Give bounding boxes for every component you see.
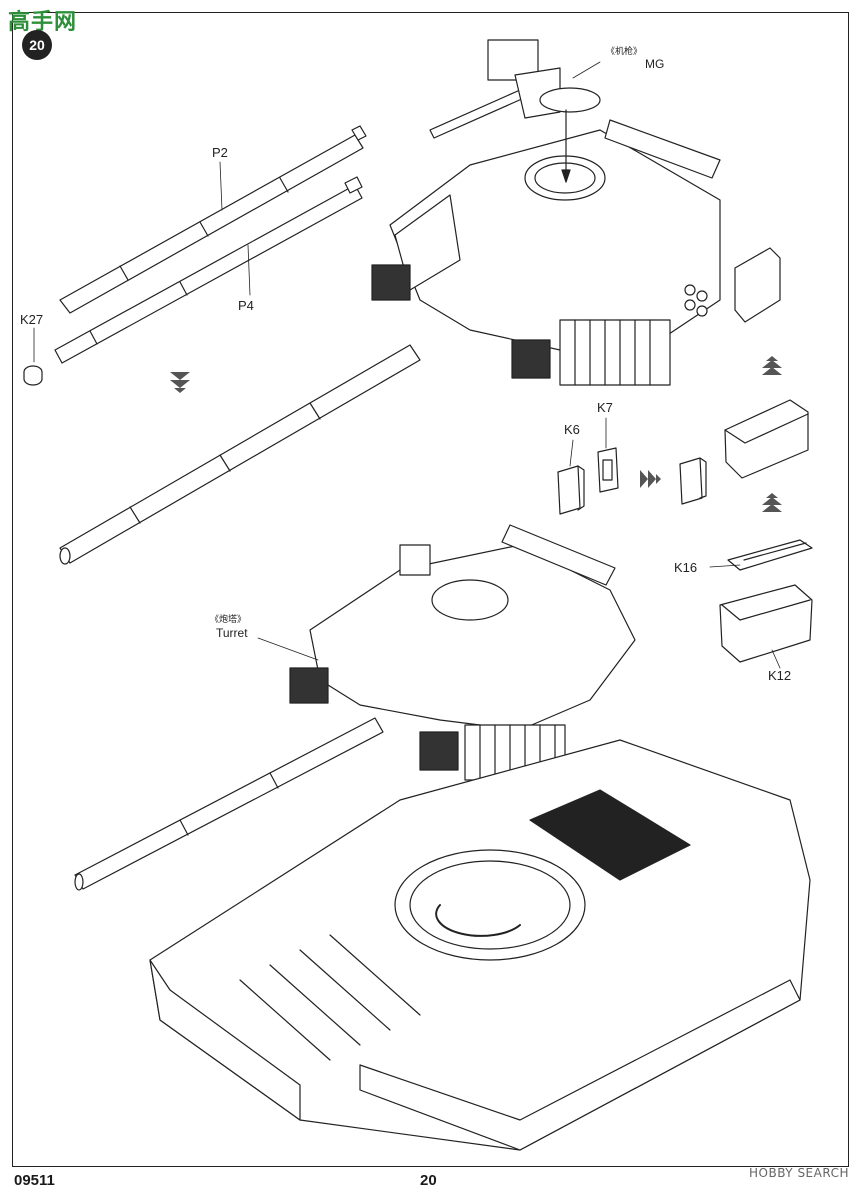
tank-hull-drawing: [149, 739, 811, 1151]
k6-k7-assembled: [679, 457, 707, 505]
turret-label: Turret: [216, 626, 248, 640]
machine-gun-part: [429, 39, 601, 139]
k7-part: [597, 447, 619, 493]
kit-number: 09511: [14, 1172, 55, 1189]
k16-label: K16: [674, 560, 698, 575]
p4-label: P4: [238, 298, 254, 313]
k6-label: K6: [564, 422, 580, 437]
k27-cap-part: [23, 365, 43, 386]
k7-label: K7: [597, 400, 613, 415]
p2-label: P2: [212, 145, 228, 160]
k12-box-part: [719, 584, 813, 663]
k27-label: K27: [20, 312, 44, 327]
k12-label: K12: [768, 668, 792, 683]
upper-turret-drawing: [371, 119, 721, 386]
right-chevron-arrow-icon: [640, 470, 661, 488]
mg-label: MG: [645, 57, 665, 71]
mg-label-cn: 《机枪》: [606, 46, 643, 56]
page-number: 20: [420, 1172, 437, 1189]
lid-box-assembled: [724, 399, 809, 479]
turret-label-cn: 《炮塔》: [210, 614, 247, 624]
up-chevron-arrow-icon: [762, 356, 782, 375]
barrel-p4-part: [54, 176, 363, 364]
barrel-p2-part: [59, 125, 367, 314]
k16-lid-part: [727, 539, 813, 571]
step-number-badge: 20: [22, 30, 52, 60]
lower-turret-barrel: [74, 717, 384, 891]
rotation-arrow-icon: [435, 904, 521, 937]
k6-part: [557, 465, 585, 515]
hobby-search-watermark: HOBBY SEARCH: [749, 1166, 849, 1180]
assembled-barrel: [59, 344, 421, 565]
storage-box-upper: [734, 247, 781, 323]
page-frame: [12, 12, 849, 1167]
up-chevron-arrow-icon: [762, 493, 782, 512]
down-chevron-arrow-icon: [170, 372, 190, 393]
